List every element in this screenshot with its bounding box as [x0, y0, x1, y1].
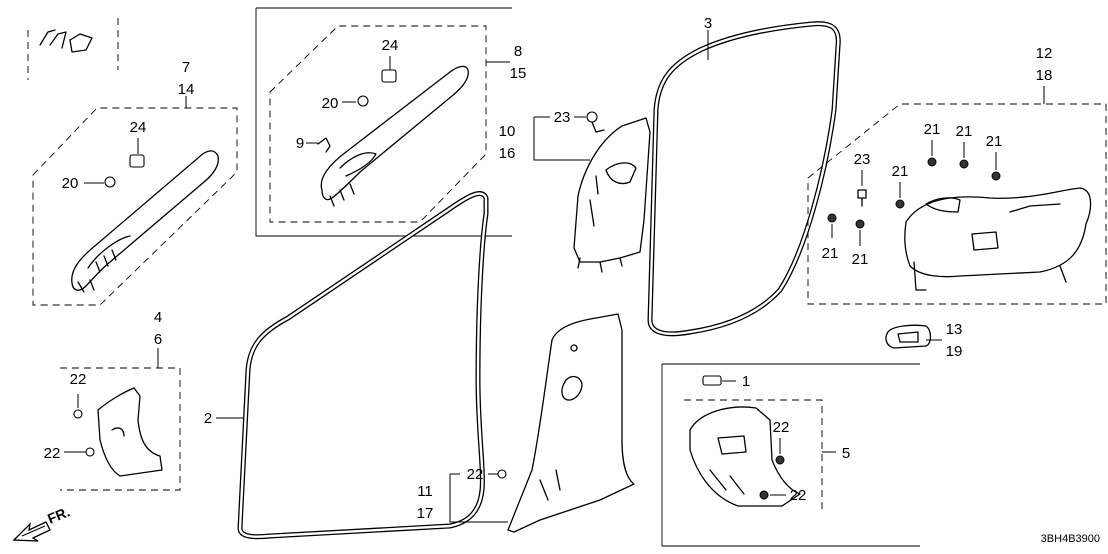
rear-door-seal	[647, 21, 841, 337]
center-pillar-upper-garnish	[533, 111, 651, 273]
callout-2: 2	[204, 410, 212, 427]
callout-10: 10	[499, 123, 516, 140]
rear-grip-cover	[885, 324, 942, 349]
callout-22-pillar: 22	[467, 466, 484, 483]
callout-22-kick-lower: 22	[44, 445, 61, 462]
clip-22-rear-lower	[759, 490, 769, 500]
group-outline-12-18	[807, 103, 1107, 305]
callout-21-d: 21	[892, 163, 909, 180]
callout-4: 4	[154, 309, 162, 326]
callout-13: 13	[946, 321, 963, 338]
front-pillar-garnish-group-left	[32, 96, 238, 306]
center-pillar-lower-garnish	[449, 313, 635, 533]
callout-21-a: 21	[924, 121, 941, 138]
callout-16: 16	[499, 145, 516, 162]
front-door-seal	[216, 191, 489, 540]
callout-23-lower: 23	[854, 151, 871, 168]
diagram-code: 3BH4B3900	[1041, 533, 1100, 545]
callout-3: 3	[704, 15, 712, 32]
clip-21-f	[855, 219, 865, 229]
frame-5	[661, 363, 920, 547]
callout-11: 11	[417, 483, 433, 500]
group-outline-8-15	[269, 25, 487, 223]
rear-lower-panel-group	[661, 363, 920, 547]
front-kick-panel-group	[60, 348, 181, 491]
callout-8: 8	[514, 43, 522, 60]
callout-22-kick-upper: 22	[70, 371, 87, 388]
front-pillar-garnish-right	[320, 65, 469, 201]
clip-22-kick-lower	[85, 447, 95, 457]
callout-21-b: 21	[956, 123, 973, 140]
callout-22-rear-lower: 22	[790, 487, 807, 504]
clip-21-c	[991, 171, 1001, 181]
corner-mark-icon	[27, 18, 119, 80]
callout-9: 9	[296, 135, 304, 152]
callout-21-f: 21	[852, 251, 869, 268]
callout-1: 1	[742, 373, 750, 390]
rear-side-trim-group	[807, 86, 1107, 305]
clip-1	[702, 375, 722, 386]
rear-lower-panel	[689, 406, 801, 507]
callout-19: 19	[946, 343, 963, 360]
clip-21-a	[927, 157, 937, 167]
callout-20-left: 20	[62, 175, 79, 192]
clip-23-upper	[586, 111, 598, 123]
clip-24-right	[381, 69, 397, 83]
clip-21-d	[895, 199, 905, 209]
clip-20-right	[357, 95, 369, 107]
callouts: 3 8 15 7 14 24 20 9 24 20 12 18 23 10 16…	[44, 15, 1053, 522]
clip-22-pillar	[497, 469, 507, 479]
callout-23-upper: 23	[554, 109, 571, 126]
front-pillar-garnish-group-right	[255, 7, 512, 237]
front-pillar-garnish-left	[71, 150, 220, 291]
callout-18: 18	[1036, 67, 1053, 84]
callout-12: 12	[1036, 45, 1053, 62]
callout-24-right: 24	[382, 37, 399, 54]
front-kick-panel	[97, 387, 163, 477]
callout-24-left: 24	[130, 119, 147, 136]
front-direction-arrow-icon	[12, 521, 51, 542]
group-outline-4-6	[60, 367, 181, 491]
clip-24-left	[129, 154, 145, 168]
clip-22-rear-upper	[775, 455, 785, 465]
callout-15: 15	[510, 65, 527, 82]
clip-9	[317, 137, 331, 153]
group-outline-7-14	[32, 107, 238, 306]
callout-14: 14	[178, 81, 195, 98]
group-outline-5	[684, 399, 823, 512]
callout-21-c: 21	[986, 133, 1003, 150]
clip-23-lower	[857, 189, 867, 207]
direction-label: FR.	[45, 503, 72, 526]
callout-6: 6	[154, 331, 162, 348]
callout-21-e: 21	[822, 245, 839, 262]
clip-22-kick-upper	[73, 409, 83, 419]
callout-22-rear-upper: 22	[773, 419, 790, 436]
callout-20-right: 20	[322, 95, 339, 112]
callout-5: 5	[842, 445, 850, 462]
frame-8-15	[255, 7, 512, 237]
rear-side-trim	[904, 187, 1092, 278]
callout-17: 17	[417, 505, 434, 522]
clip-21-e	[827, 213, 837, 223]
callout-7: 7	[182, 59, 190, 76]
clip-20-left	[104, 176, 116, 188]
clip-21-b	[959, 159, 969, 169]
